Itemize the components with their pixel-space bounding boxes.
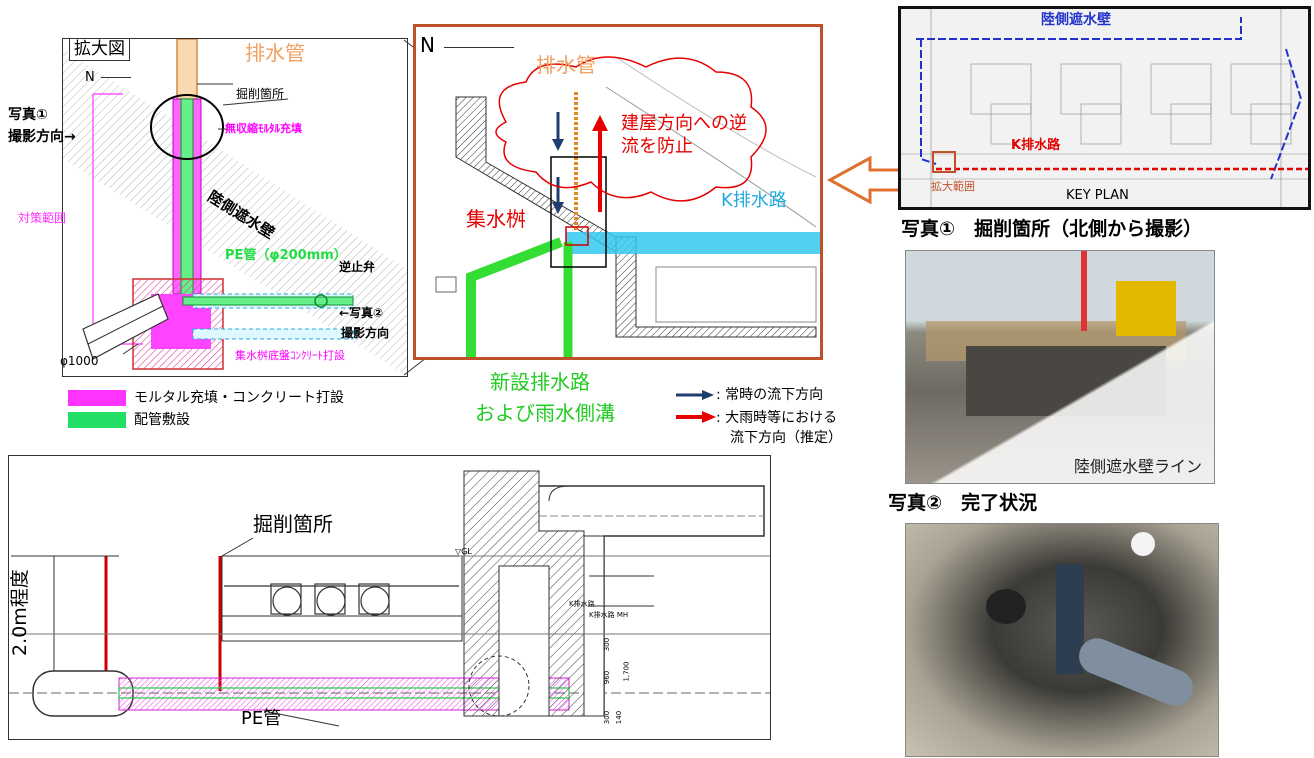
enlarged-diagram-drawing: [63, 39, 407, 376]
legend-pipe-swatch: [68, 412, 126, 428]
pit-base-label: 集水桝底盤ｺﾝｸﾘｰﾄ打設: [235, 349, 345, 362]
photo1-direction-b: 撮影方向→: [8, 129, 76, 145]
photo2-direction-a: ←写真②: [339, 306, 384, 320]
legend-mortar-label: モルタル充填・コンクリート打設: [134, 390, 344, 406]
section-dim-960: 960: [603, 670, 612, 685]
photo1-excavation: 陸側遮水壁ライン: [905, 250, 1215, 484]
enlarged-diagram: 拡大図 N 排水管 掘削箇所 無収縮ﾓﾙﾀﾙ充填 陸側遮水壁 対策範囲 PE管（…: [62, 38, 408, 377]
section-dim-140: 140: [615, 710, 624, 725]
photo2-completed: [905, 523, 1219, 757]
photo1-title: 写真① 掘削箇所（北側から撮影）: [901, 218, 1203, 240]
key-plan: 陸側遮水壁 K排水路 拡大範囲 KEY PLAN: [898, 6, 1311, 210]
keyplan-wall-label: 陸側遮水壁: [1041, 12, 1111, 28]
keyplan-range-label: 拡大範囲: [931, 180, 975, 193]
center-north-label: N: [420, 33, 435, 57]
section-excavation-label: 掘削箇所: [253, 512, 333, 536]
keyplan-k-channel-label: K排水路: [1011, 138, 1061, 153]
flow-normal-label: : 常時の流下方向: [716, 387, 824, 403]
keyplan-title: KEY PLAN: [1066, 188, 1129, 203]
phi1000-label: φ1000: [60, 354, 99, 368]
key-plan-drawing: [901, 9, 1308, 207]
section-dim-1700: 1,700: [622, 661, 631, 682]
range-label-outer: 対策範囲: [18, 211, 67, 225]
excavation-circle: [150, 94, 224, 160]
north-arrow-icon: [101, 77, 131, 78]
flow-heavy-label-2: 流下方向（推定）: [730, 430, 842, 446]
new-channel-label-2: および雨水側溝: [475, 401, 615, 425]
section-depth-label: 2.0m程度: [9, 569, 31, 656]
center-drain-pipe-label: 排水管: [536, 53, 596, 77]
site-detail-panel: N 排水管 建屋方向への逆流を防止 集水桝 K排水路: [413, 24, 823, 360]
section-dim-300a: 300: [603, 637, 612, 652]
legend-pipe-label: 配管敷設: [134, 412, 190, 428]
pit-box: [550, 156, 607, 268]
section-dim-300b: 300: [603, 710, 612, 725]
drain-pipe-label: 排水管: [245, 41, 305, 65]
check-valve-label: 逆止弁: [339, 260, 376, 274]
section-k2-label: K排水路 MH: [589, 611, 629, 619]
legend-mortar-swatch: [68, 390, 126, 406]
photo1-direction-a: 写真①: [8, 107, 48, 123]
flow-heavy-label-1: : 大雨時等における: [716, 410, 838, 426]
section-lines: [9, 470, 770, 727]
section-drawing: 2.0m程度 掘削箇所 PE管 ▽GL K排水路 K排水路 MH 300 960…: [8, 455, 771, 740]
new-channel-label-1: 新設排水路: [490, 370, 590, 394]
photo2-title: 写真② 完了状況: [888, 492, 1038, 514]
center-north-arrow-icon: [444, 47, 514, 48]
photo2-direction-b: 撮影方向: [341, 326, 390, 340]
photo1-caption: 陸側遮水壁ライン: [1073, 457, 1202, 476]
section-k1-label: K排水路: [569, 600, 595, 608]
north-label: N: [85, 70, 95, 85]
pe-pipe-label: PE管（φ200mm）: [225, 248, 347, 263]
excavation-label: 掘削箇所: [236, 87, 285, 101]
backflow-label: 建屋方向への逆流を防止: [621, 113, 747, 157]
diagram-title: 拡大図: [69, 39, 130, 61]
pit-label: 集水桝: [466, 207, 526, 231]
site-detail-drawing: [435, 56, 820, 357]
k-channel-label: K排水路: [721, 190, 787, 211]
mortar-label: 無収縮ﾓﾙﾀﾙ充填: [225, 122, 302, 135]
section-gl-label: ▽GL: [455, 547, 472, 556]
section-pe-pipe-label: PE管: [241, 708, 282, 729]
